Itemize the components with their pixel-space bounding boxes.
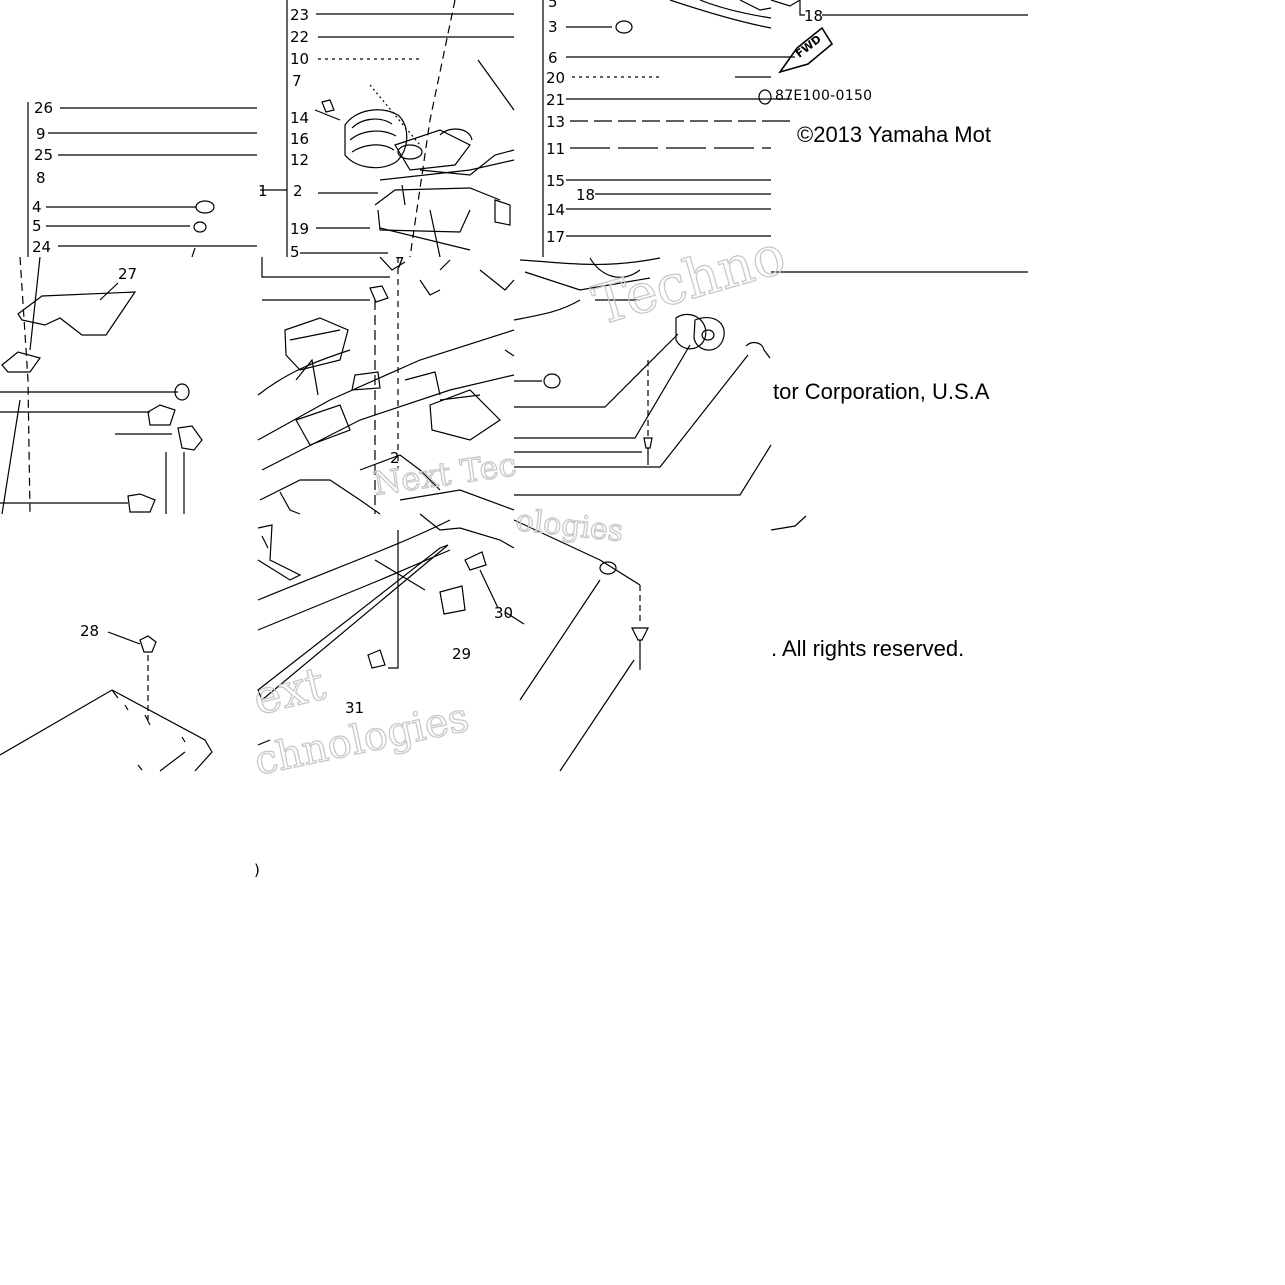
callout-15: 15 xyxy=(546,172,565,190)
tile-left-middle xyxy=(0,256,203,515)
copyright-line-2: tor Corporation, U.S.A xyxy=(773,379,990,404)
callout-19: 19 xyxy=(290,220,309,238)
callout-16: 16 xyxy=(290,130,309,148)
callout-5-right: 5 xyxy=(548,0,558,11)
tile-left-upper xyxy=(27,102,257,258)
middle-callout-column: 23 22 10 7 14 16 12 1 2 19 5 xyxy=(258,6,309,261)
tile-right-lower xyxy=(513,519,649,772)
tile-center-lower xyxy=(257,513,525,746)
callout-14: 14 xyxy=(290,109,309,127)
callout-17: 17 xyxy=(546,228,565,246)
callout-25: 25 xyxy=(34,146,53,164)
callout-9: 9 xyxy=(36,125,46,143)
stray-mark: ) xyxy=(254,861,260,879)
left-callout-column: 26 9 25 8 4 5 24 xyxy=(32,99,53,256)
callout-26: 26 xyxy=(34,99,53,117)
callout-11: 11 xyxy=(546,140,565,158)
part-label-27: 27 xyxy=(118,265,137,283)
part-label-30: 30 xyxy=(494,604,513,622)
callout-23: 23 xyxy=(290,6,309,24)
tile-left-lower xyxy=(0,631,213,772)
diagram-code: 87E100-0150 xyxy=(775,88,873,104)
part-label-31: 31 xyxy=(345,699,364,717)
callout-12: 12 xyxy=(290,151,309,169)
callout-22: 22 xyxy=(290,28,309,46)
tile-right-middle xyxy=(513,257,772,496)
tile-far-right-upper xyxy=(758,0,1028,122)
callout-24: 24 xyxy=(32,238,51,256)
callout-8: 8 xyxy=(36,169,46,187)
right-callout-column: 5 3 6 20 21 13 11 15 18 14 17 xyxy=(546,0,595,246)
tile-middle-upper xyxy=(260,0,515,258)
callout-2: 2 xyxy=(293,182,303,200)
callout-18-top: 18 xyxy=(804,7,823,25)
part-labels: 18 27 28 29 30 31 2 7 ) xyxy=(80,7,823,879)
part-label-2: 2 xyxy=(390,449,400,467)
callout-4: 4 xyxy=(32,198,42,216)
callout-5-middle: 5 xyxy=(290,243,300,261)
callout-18: 18 xyxy=(576,186,595,204)
callout-1: 1 xyxy=(258,182,268,200)
callout-3: 3 xyxy=(548,18,558,36)
watermark-layer: Techno Next Tec ologies ext chnologies xyxy=(247,222,793,785)
copyright-line-1: ©2013 Yamaha Mot xyxy=(797,122,991,147)
watermark-techno: Techno xyxy=(586,223,792,338)
callout-21: 21 xyxy=(546,91,565,109)
callout-14-right: 14 xyxy=(546,201,565,219)
callout-20: 20 xyxy=(546,69,565,87)
copyright-line-3: . All rights reserved. xyxy=(771,636,965,661)
tile-far-right-lower xyxy=(770,515,807,531)
watermark-ext: ext xyxy=(248,656,331,726)
callout-10: 10 xyxy=(290,50,309,68)
callout-7: 7 xyxy=(292,72,302,90)
part-label-29: 29 xyxy=(452,645,471,663)
callout-6: 6 xyxy=(548,49,558,67)
part-label-7: 7 xyxy=(395,254,405,272)
tile-right-upper xyxy=(542,0,772,257)
callout-5: 5 xyxy=(32,217,42,235)
watermark-ologies: ologies xyxy=(514,503,625,549)
callout-13: 13 xyxy=(546,113,565,131)
part-label-28: 28 xyxy=(80,622,99,640)
tile-center-frame xyxy=(257,256,515,515)
